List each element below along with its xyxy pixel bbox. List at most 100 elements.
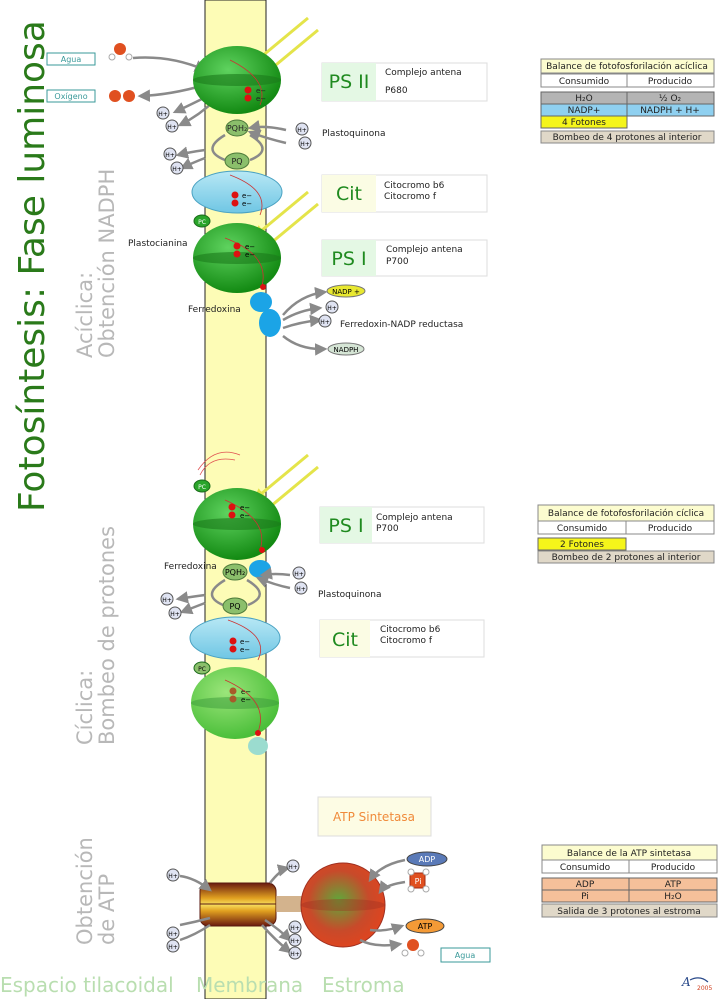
- svg-text:PC: PC: [198, 484, 206, 491]
- svg-text:PQ: PQ: [231, 157, 242, 166]
- estroma-label: Estroma: [322, 973, 405, 997]
- svg-text:A: A: [681, 975, 691, 989]
- nadp-molecule: [326, 284, 366, 298]
- pc-molecule-2: [193, 479, 211, 493]
- phosphate-icon: Pi: [407, 868, 430, 893]
- cit-info-box: Cit Citocromo b6 Citocromo f: [321, 174, 488, 213]
- atp-sintetasa-label-box: ATP Sintetasa: [317, 796, 432, 837]
- svg-text:ATP: ATP: [418, 922, 433, 931]
- page-title: Fotosíntesis: Fase luminosa: [12, 20, 53, 512]
- svg-text:H+: H+: [297, 127, 307, 134]
- ferredoxina-label-1: Ferredoxina: [188, 305, 241, 315]
- svg-text:H₂O: H₂O: [575, 94, 592, 104]
- oxygen-molecule-icon: [109, 90, 135, 102]
- svg-text:H+: H+: [320, 319, 330, 326]
- svg-text:Pi: Pi: [581, 892, 589, 902]
- svg-text:e−: e−: [245, 243, 255, 251]
- svg-text:H+: H+: [294, 571, 304, 578]
- svg-text:H+: H+: [172, 166, 182, 173]
- svg-text:e−: e−: [256, 87, 266, 95]
- svg-text:Balance de la ATP sintetasa: Balance de la ATP sintetasa: [567, 849, 691, 859]
- oxigeno-label: Oxígeno: [54, 92, 87, 101]
- svg-text:e−: e−: [241, 696, 251, 704]
- svg-text:NADPH + H+: NADPH + H+: [640, 106, 700, 116]
- svg-text:H+: H+: [162, 597, 172, 604]
- svg-text:e−: e−: [245, 251, 255, 259]
- svg-text:P680: P680: [385, 86, 408, 96]
- atp-molecule: [405, 918, 445, 934]
- svg-text:H+: H+: [168, 873, 178, 880]
- svg-text:PQH₂: PQH₂: [227, 124, 247, 133]
- svg-text:H+: H+: [168, 944, 178, 951]
- membrana-label: Membrana: [196, 973, 303, 997]
- ferredoxina-label-2: Ferredoxina: [164, 562, 217, 572]
- svg-text:½ O₂: ½ O₂: [659, 94, 682, 104]
- svg-text:Consumido: Consumido: [560, 863, 611, 873]
- svg-text:Complejo antena: Complejo antena: [385, 68, 462, 78]
- svg-text:Pi: Pi: [415, 877, 422, 886]
- svg-text:Complejo antena: Complejo antena: [386, 245, 463, 255]
- svg-text:Balance de fotofosforilación a: Balance de fotofosforilación acíclica: [546, 61, 708, 72]
- pqh2-molecule-2: [222, 563, 248, 581]
- light-arrows-ps1-cyclic: [253, 453, 319, 513]
- svg-text:H+: H+: [290, 925, 300, 932]
- svg-text:ADP: ADP: [419, 855, 436, 864]
- section-ciclica-line1: Cíclica:: [73, 670, 97, 745]
- fnr-label: Ferredoxin-NADP reductasa: [340, 320, 463, 330]
- espacio-tilacoidal-label: Espacio tilacoidal: [0, 973, 174, 997]
- plastoquinona-label-2: Plastoquinona: [318, 590, 382, 600]
- svg-text:H+: H+: [288, 864, 298, 871]
- section-atp-line2: de ATP: [95, 874, 119, 945]
- svg-text:H+: H+: [165, 152, 175, 159]
- agua-label-2: Agua: [455, 951, 476, 960]
- atp-synthase-stalk: [276, 896, 304, 912]
- svg-text:H+: H+: [290, 938, 300, 945]
- svg-text:Consumido: Consumido: [559, 77, 610, 87]
- pc-molecule-1: [193, 214, 211, 228]
- water-molecule-icon-2: [401, 939, 425, 957]
- svg-text:Producido: Producido: [651, 863, 696, 873]
- cit-info-box-cyclic: Cit Citocromo b6 Citocromo f: [319, 619, 485, 658]
- svg-text:e−: e−: [240, 638, 250, 646]
- svg-text:e−: e−: [240, 646, 250, 654]
- atp-synthase-f0: [199, 882, 277, 927]
- svg-text:H+: H+: [168, 931, 178, 938]
- author-signature-logo: A 2005: [681, 975, 712, 992]
- svg-text:Cit: Cit: [336, 183, 362, 205]
- svg-text:2005: 2005: [697, 985, 712, 992]
- svg-text:e−: e−: [240, 512, 250, 520]
- atp-synthase-f1: [300, 862, 386, 948]
- balance-aciclica-table: Balance de fotofosforilación acíclica Co…: [540, 58, 715, 144]
- svg-text:H+: H+: [300, 141, 310, 148]
- svg-text:Citocromo b6: Citocromo b6: [380, 625, 441, 635]
- agua-label: Agua: [61, 55, 82, 64]
- svg-text:H+: H+: [327, 305, 337, 312]
- cytochrome-complex: [191, 170, 283, 214]
- section-ciclica-line2: Bombeo de protones: [95, 526, 119, 745]
- water-molecule-icon: [108, 43, 133, 61]
- svg-text:ATP Sintetasa: ATP Sintetasa: [333, 810, 415, 824]
- ps2-info-box: PS II Complejo antena P680: [321, 62, 488, 102]
- svg-text:Producido: Producido: [648, 524, 693, 534]
- svg-text:PS II: PS II: [329, 71, 370, 93]
- proton-icons-ps2: [156, 106, 179, 133]
- svg-text:Cit: Cit: [332, 629, 358, 651]
- svg-text:Consumido: Consumido: [557, 524, 608, 534]
- pq-molecule-2: [222, 597, 248, 615]
- cytochrome-complex-2: [189, 616, 281, 660]
- svg-text:Salida de 3 protones al estrom: Salida de 3 protones al estroma: [557, 907, 701, 917]
- ps1-info-box: PS I Complejo antena P700: [321, 239, 488, 277]
- svg-text:Complejo antena: Complejo antena: [376, 513, 453, 523]
- svg-text:H+: H+: [170, 611, 180, 618]
- svg-text:Citocromo b6: Citocromo b6: [384, 181, 445, 191]
- svg-text:ATP: ATP: [665, 880, 682, 890]
- svg-text:Producido: Producido: [648, 77, 693, 87]
- svg-text:2 Fotones: 2 Fotones: [560, 540, 604, 550]
- svg-text:H₂O: H₂O: [664, 892, 681, 902]
- svg-text:ADP: ADP: [576, 880, 595, 890]
- plastocianina-label: Plastocianina: [128, 239, 188, 249]
- adp-molecule: [406, 851, 448, 867]
- svg-text:H+: H+: [290, 951, 300, 958]
- svg-text:e−: e−: [242, 192, 252, 200]
- svg-text:Citocromo f: Citocromo f: [380, 636, 433, 646]
